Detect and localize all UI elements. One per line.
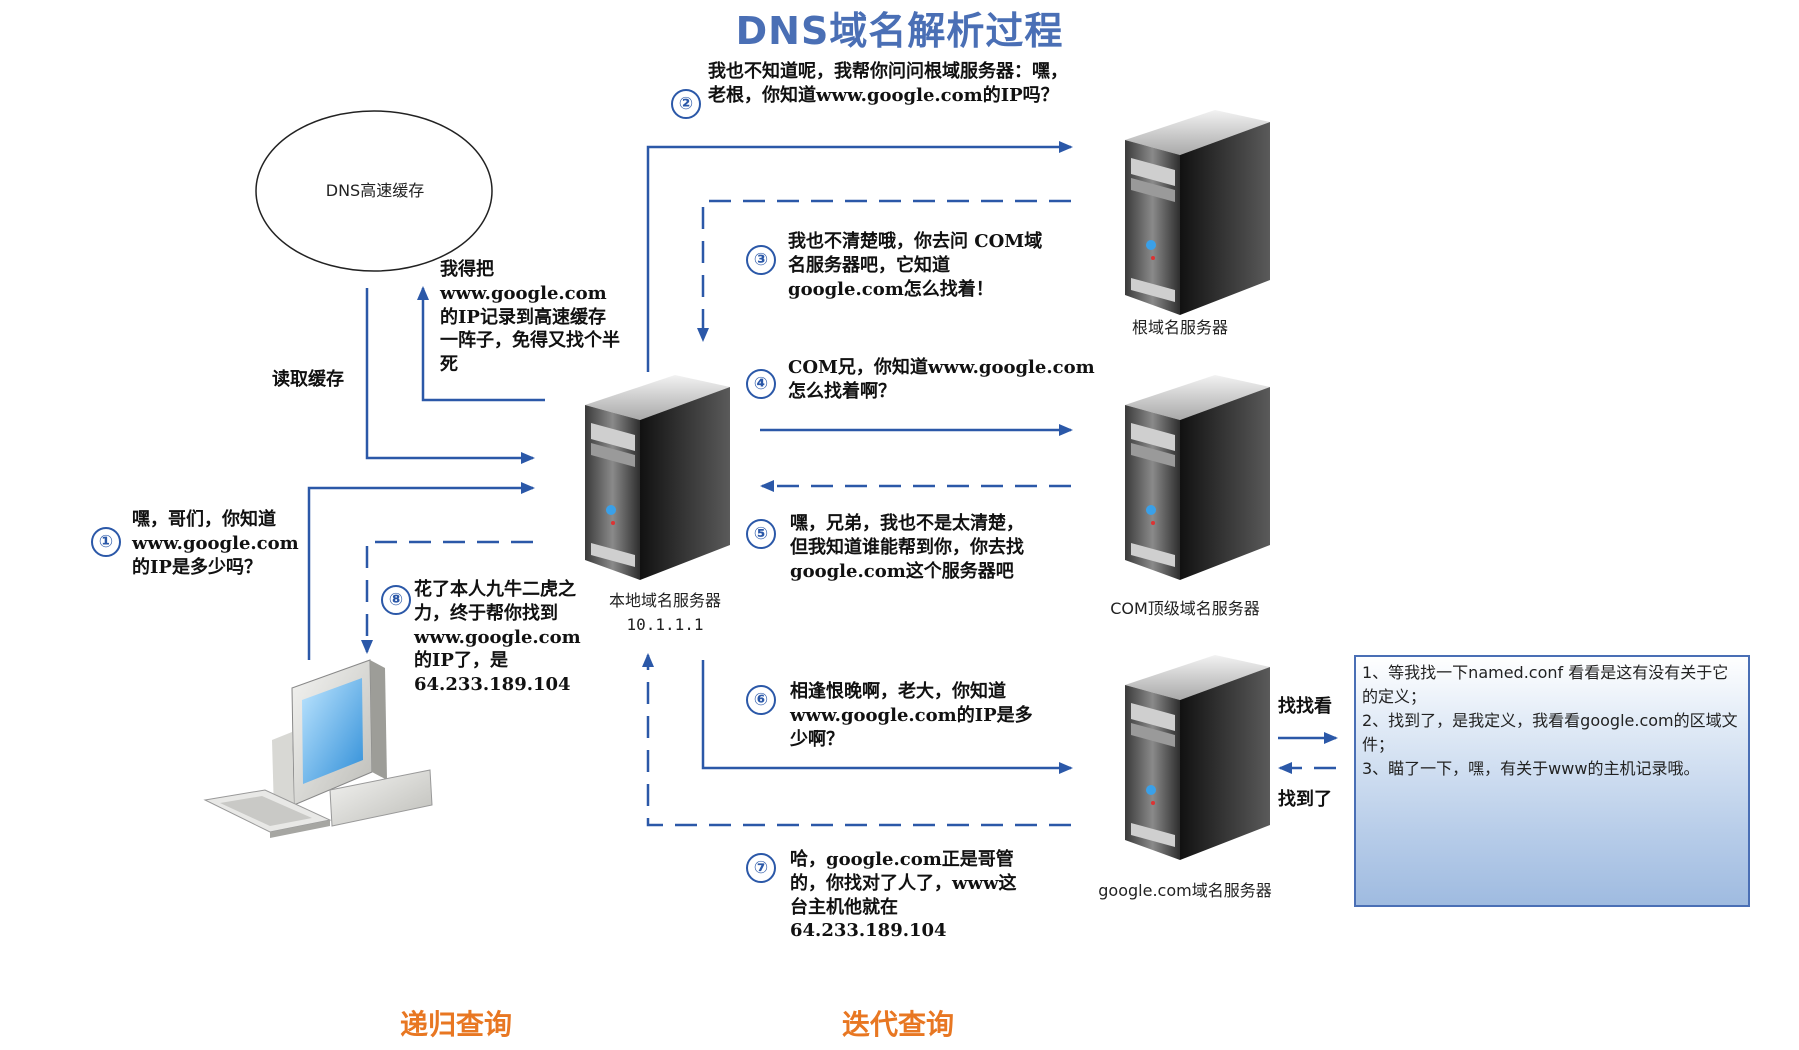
step-text-7: 哈，google.com正是哥管的，你找对了人了，www这台主机他就在64.23… [790,849,1017,942]
root-server-icon [1125,110,1270,315]
step-badge-2: ② [671,89,701,119]
lookup-note-3: 3、瞄了一下，嘿，有关于www的主机记录哦。 [1362,759,1700,778]
step-badge-4: ④ [746,369,776,399]
step-badge-5: ⑤ [746,519,776,549]
root-server-name: 根域名服务器 [1131,318,1228,337]
google-server-name: google.com域名服务器 [1098,881,1272,900]
found-label: 找到了 [1278,789,1332,810]
local-server-icon [585,375,730,580]
step-badge-1: ① [91,527,121,557]
step-text-2: 我也不知道呢，我帮你问问根域服务器：嘿，老根，你知道www.google.com… [708,61,1068,106]
step-text-3: 我也不清楚哦，你去问 COM域名服务器吧，它知道google.com怎么找着！ [788,231,1043,300]
step-text-5: 嘿，兄弟，我也不是太清楚，但我知道谁能帮到你，你去找google.com这个服务… [790,513,1024,582]
cache-ellipse [255,110,493,272]
step-text-6: 相逢恨晚啊，老大，你知道www.google.com的IP是多少啊？ [790,681,1033,750]
step-badge-3: ③ [746,245,776,275]
read-cache-label: 读取缓存 [272,369,344,390]
local-server-name: 本地域名服务器 [608,591,721,610]
cache-label: DNS高速缓存 [325,181,425,200]
cache-write-note: 我得把www.google.com的IP记录到高速缓存一阵子，免得又找个半死 [440,259,620,375]
step-text-1: 嘿，哥们，你知道www.google.com的IP是多少吗？ [132,509,299,578]
step-text-8: 花了本人九牛二虎之力，终于帮你找到www.google.com的IP了，是64.… [414,579,581,695]
google-server-icon [1125,655,1270,860]
recursive-query-label: 递归查询 [400,1008,513,1041]
step-text-4: COM兄，你知道www.google.com怎么找着啊？ [788,357,1095,402]
computer-icon [203,659,433,838]
find-label: 找找看 [1278,696,1332,717]
com-server-icon [1125,375,1270,580]
com-server-name: COM顶级域名服务器 [1110,599,1260,618]
iterative-query-label: 迭代查询 [842,1008,955,1041]
lookup-note-1: 1、等我找一下named.conf 看看是这有没有关于它的定义； [1362,663,1729,706]
step-badge-7: ⑦ [746,853,776,883]
step-badge-6: ⑥ [746,685,776,715]
lookup-note-box: 1、等我找一下named.conf 看看是这有没有关于它的定义； 2、找到了，是… [1354,655,1750,907]
step-badge-8: ⑧ [381,585,411,615]
local-server-ip: 10.1.1.1 [626,615,704,634]
lookup-note-2: 2、找到了，是我定义，我看看google.com的区域文件； [1362,711,1738,754]
diagram-title: DNS域名解析过程 [735,9,1064,53]
